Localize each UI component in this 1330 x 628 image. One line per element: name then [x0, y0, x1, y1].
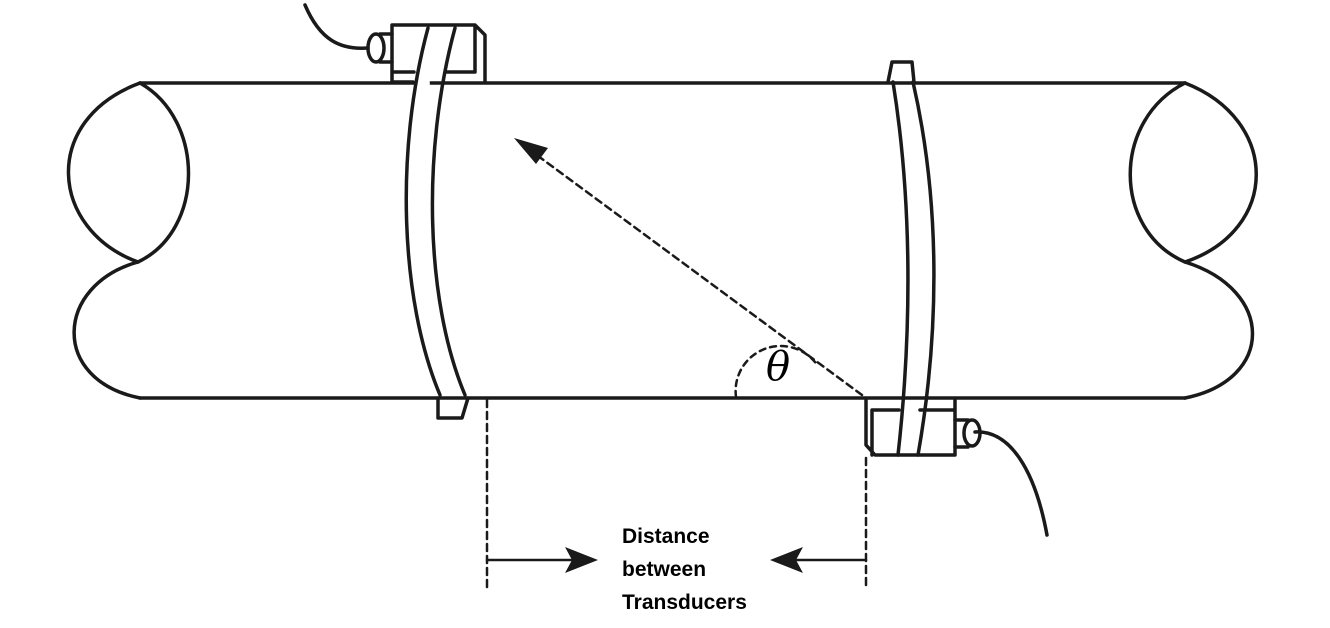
pipe-right-end-inner — [1128, 81, 1187, 264]
cable — [973, 430, 1049, 537]
arrow-right-icon — [565, 547, 598, 573]
pipe — [66, 81, 1258, 400]
downstream-clamp-band — [886, 60, 936, 457]
dashed-sound-path — [528, 148, 864, 397]
downstream-transducer — [864, 398, 1049, 537]
angle-label: θ — [766, 344, 791, 390]
distance-dimension — [485, 398, 868, 590]
pipe-right-end-outer — [1183, 81, 1258, 400]
pipe-left-end-inner — [136, 81, 191, 264]
distance-label-line: Distance — [622, 525, 710, 548]
connector-icon — [366, 32, 386, 64]
upstream-clamp-band — [404, 26, 470, 420]
angle-arc — [734, 344, 820, 399]
cable — [303, 3, 370, 50]
distance-label-line: Transducers — [622, 591, 747, 614]
arrowhead-icon — [514, 138, 548, 164]
distance-label: Distance between Transducers — [622, 520, 747, 619]
upstream-transducer — [303, 3, 487, 84]
pipe-left-end-outer — [66, 81, 142, 400]
distance-label-line: between — [622, 558, 707, 581]
sound-path — [514, 138, 864, 399]
arrow-left-icon — [770, 547, 803, 573]
